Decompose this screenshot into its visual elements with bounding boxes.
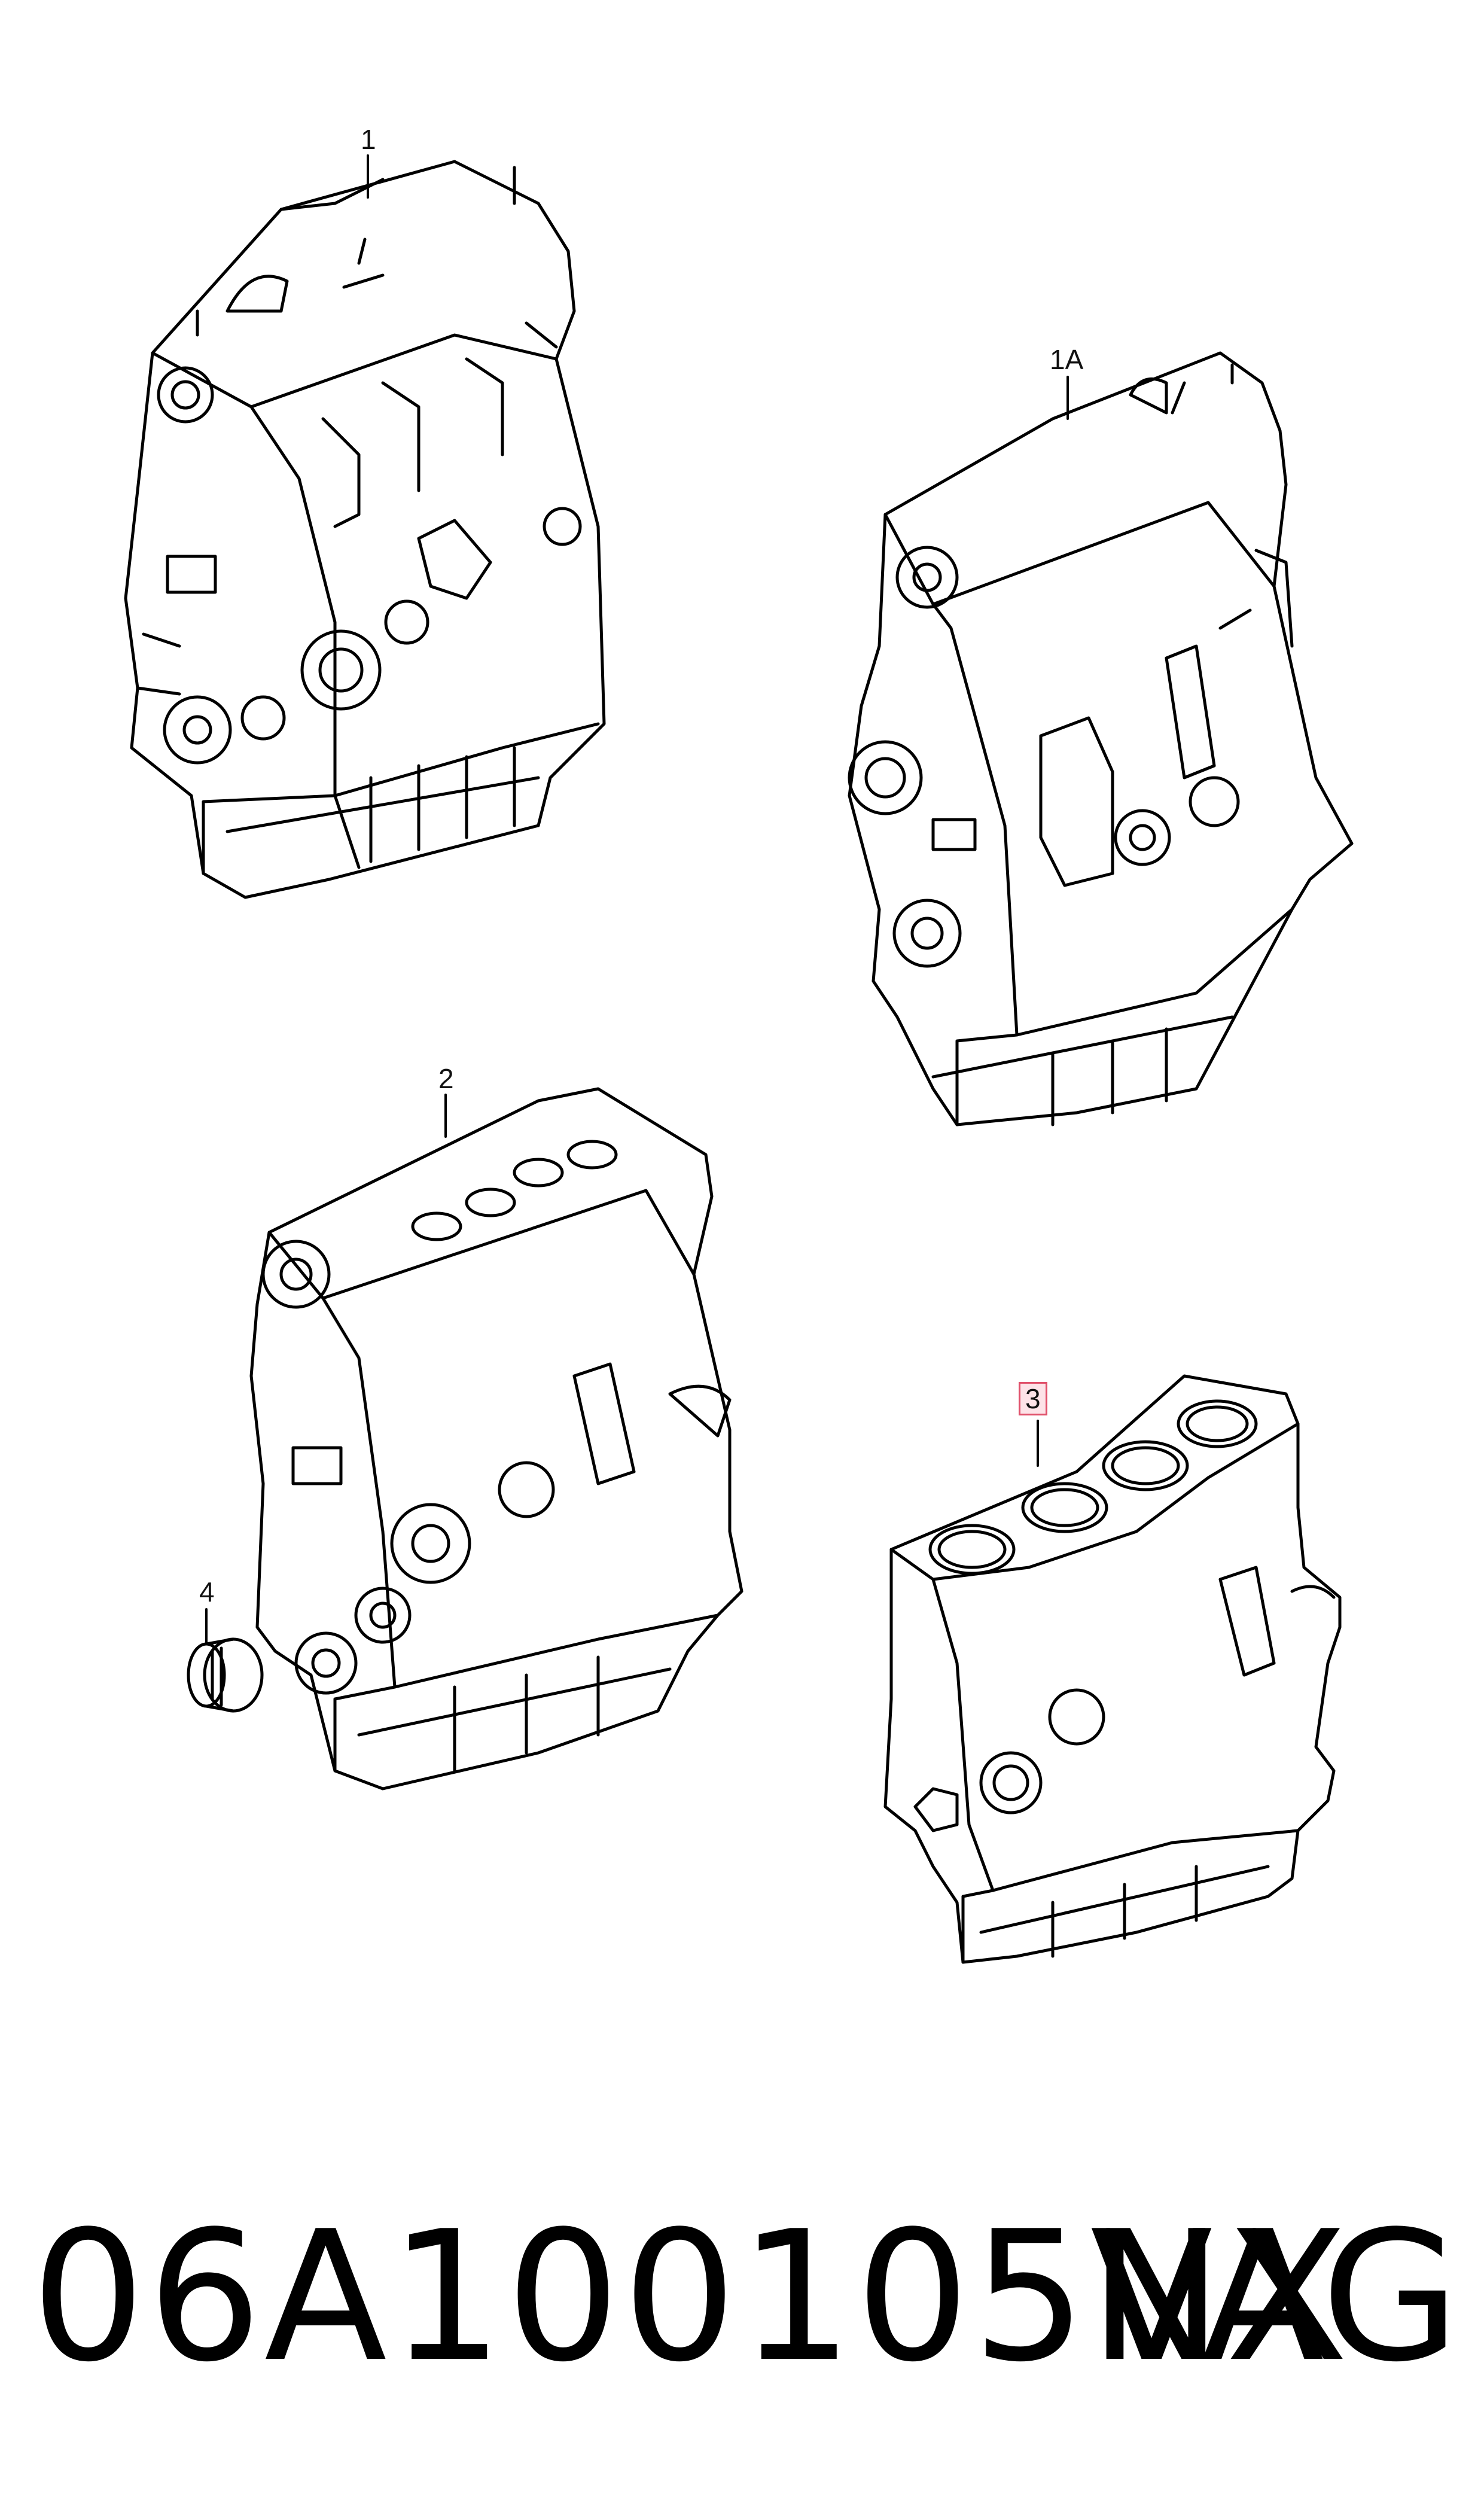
part-number-label: 06A100105NX [31, 2193, 1351, 2401]
callout-1: 1 [361, 124, 376, 155]
callout-1a: 1A [1050, 344, 1084, 375]
engine-1-drawing [124, 160, 606, 899]
part-4-bearing-drawing [187, 1637, 264, 1713]
brand-label: VAG [1090, 2193, 1460, 2401]
engine-3-drawing [883, 1374, 1342, 1964]
engine-2-drawing [249, 1087, 743, 1791]
callout-leaders [205, 154, 1069, 1643]
callout-4: 4 [199, 1576, 215, 1607]
engine-1a-drawing [848, 351, 1354, 1126]
exploded-parts-diagram [124, 154, 1354, 1964]
callout-3-highlighted[interactable]: 3 [1019, 1382, 1047, 1415]
callout-2: 2 [438, 1063, 454, 1094]
